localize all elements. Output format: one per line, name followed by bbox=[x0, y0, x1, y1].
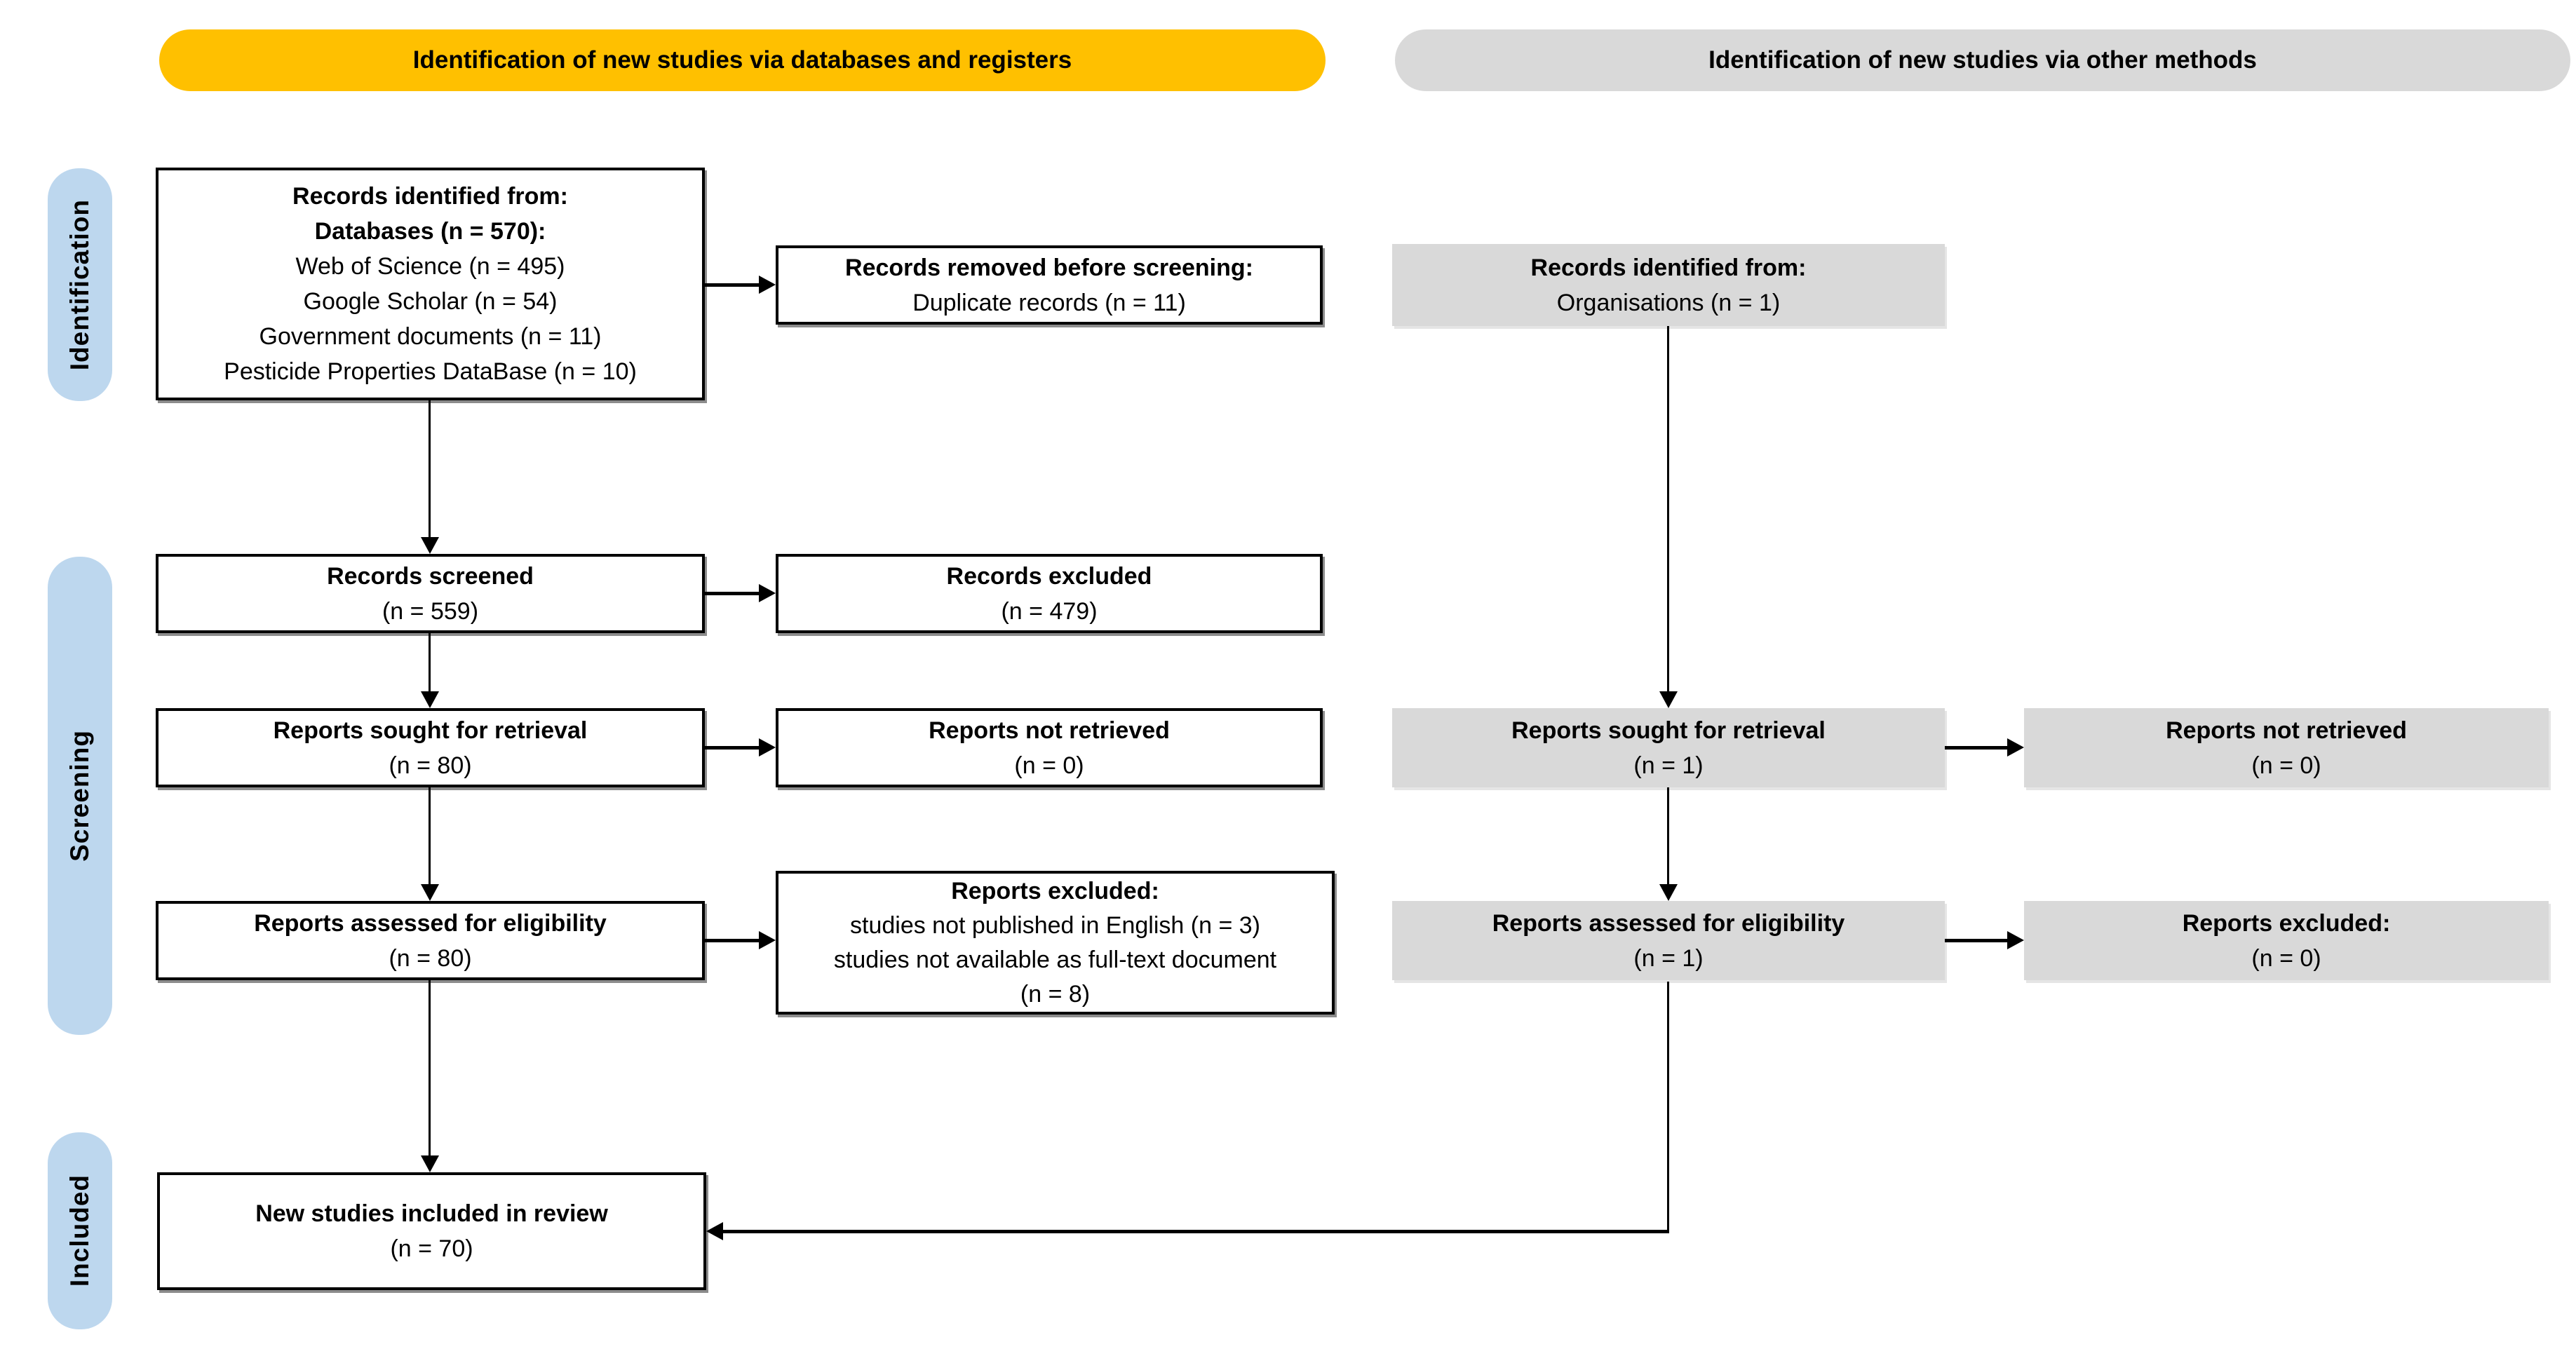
box-title: Records excluded bbox=[946, 562, 1152, 590]
box-title: New studies included in review bbox=[255, 1200, 608, 1227]
arrow-assessed-to-reportsexcluded-line bbox=[705, 939, 759, 942]
arrow-screened-to-excluded-line bbox=[705, 592, 759, 595]
stage-pill-identification-label: Identification bbox=[65, 198, 94, 371]
arrow-organisations-to-sought-line bbox=[1667, 326, 1669, 691]
box-reports-excluded-other: Reports excluded: (n = 0) bbox=[2024, 901, 2549, 980]
arrow-assessed-other-to-included-hline bbox=[723, 1230, 1669, 1233]
box-title: Records identified from: bbox=[292, 183, 568, 210]
arrow-screened-to-sought-line bbox=[429, 633, 431, 691]
arrow-identified-to-screened-line bbox=[429, 400, 431, 537]
box-count: (n = 0) bbox=[1014, 752, 1084, 779]
box-title: Records screened bbox=[327, 562, 534, 590]
arrow-sought-other-to-assessed-head bbox=[1659, 884, 1678, 901]
arrow-assessed-other-to-excluded-line bbox=[1945, 939, 2007, 942]
arrow-sought-other-to-notretrieved-head bbox=[2007, 738, 2024, 757]
box-title: Reports assessed for eligibility bbox=[1492, 909, 1845, 937]
stage-pill-included: Included bbox=[48, 1132, 112, 1329]
banner-databases-registers-label: Identification of new studies via databa… bbox=[412, 46, 1072, 74]
box-count: (n = 1) bbox=[1633, 944, 1704, 972]
box-subtitle: Databases (n = 570): bbox=[314, 218, 546, 245]
arrow-sought-other-to-notretrieved-line bbox=[1945, 746, 2007, 750]
box-title: Reports assessed for eligibility bbox=[254, 909, 607, 937]
box-records-removed: Records removed before screening: Duplic… bbox=[776, 245, 1323, 325]
box-title: Reports excluded: bbox=[2182, 909, 2391, 937]
box-count: (n = 559) bbox=[382, 597, 479, 625]
box-count: (n = 80) bbox=[389, 944, 472, 972]
box-line: studies not available as full-text docum… bbox=[833, 946, 1277, 973]
box-title: Reports excluded: bbox=[951, 877, 1159, 904]
arrow-sought-to-assessed-head bbox=[421, 884, 439, 901]
box-line: Organisations (n = 1) bbox=[1556, 289, 1781, 316]
arrow-sought-to-assessed-line bbox=[429, 787, 431, 884]
stage-pill-included-label: Included bbox=[65, 1174, 94, 1287]
box-reports-assessed-other: Reports assessed for eligibility (n = 1) bbox=[1392, 901, 1945, 980]
box-count: (n = 1) bbox=[1633, 752, 1704, 779]
box-reports-sought-databases: Reports sought for retrieval (n = 80) bbox=[156, 708, 705, 787]
box-records-excluded: Records excluded (n = 479) bbox=[776, 554, 1323, 633]
box-title: Reports not retrieved bbox=[929, 717, 1170, 744]
box-count: (n = 0) bbox=[2251, 752, 2321, 779]
box-records-identified-organisations: Records identified from: Organisations (… bbox=[1392, 244, 1945, 326]
arrow-screened-to-sought-head bbox=[421, 691, 439, 708]
stage-pill-identification: Identification bbox=[48, 168, 112, 401]
box-reports-not-retrieved-databases: Reports not retrieved (n = 0) bbox=[776, 708, 1323, 787]
box-title: Records identified from: bbox=[1530, 254, 1807, 281]
box-line: Pesticide Properties DataBase (n = 10) bbox=[224, 358, 637, 385]
box-line: Web of Science (n = 495) bbox=[295, 253, 565, 280]
arrow-assessed-other-to-excluded-head bbox=[2007, 931, 2024, 949]
banner-databases-registers: Identification of new studies via databa… bbox=[159, 29, 1326, 91]
arrow-organisations-to-sought-head bbox=[1659, 691, 1678, 708]
box-line: (n = 8) bbox=[1020, 980, 1091, 1008]
box-new-studies-included: New studies included in review (n = 70) bbox=[157, 1172, 706, 1290]
box-title: Reports sought for retrieval bbox=[273, 717, 588, 744]
box-line: Government documents (n = 11) bbox=[259, 323, 602, 350]
box-reports-sought-other: Reports sought for retrieval (n = 1) bbox=[1392, 708, 1945, 787]
box-reports-excluded-databases: Reports excluded: studies not published … bbox=[776, 871, 1335, 1015]
box-title: Reports sought for retrieval bbox=[1511, 717, 1826, 744]
arrow-identified-to-removed-line bbox=[705, 283, 759, 287]
box-reports-not-retrieved-other: Reports not retrieved (n = 0) bbox=[2024, 708, 2549, 787]
arrow-assessed-other-to-included-head bbox=[706, 1222, 723, 1240]
banner-other-methods-label: Identification of new studies via other … bbox=[1708, 46, 2257, 74]
arrow-sought-to-notretrieved-head bbox=[759, 738, 776, 757]
arrow-assessed-to-included-line bbox=[429, 980, 431, 1155]
arrow-sought-other-to-assessed-line bbox=[1667, 787, 1669, 884]
box-count: (n = 70) bbox=[390, 1235, 473, 1262]
box-records-identified-databases: Records identified from: Databases (n = … bbox=[156, 168, 705, 400]
arrow-screened-to-excluded-head bbox=[759, 584, 776, 602]
box-line: studies not published in English (n = 3) bbox=[850, 911, 1260, 939]
arrow-sought-to-notretrieved-line bbox=[705, 746, 759, 750]
stage-pill-screening: Screening bbox=[48, 557, 112, 1035]
stage-pill-screening-label: Screening bbox=[65, 730, 94, 862]
box-count: (n = 0) bbox=[2251, 944, 2321, 972]
arrow-assessed-to-included-head bbox=[421, 1155, 439, 1172]
box-reports-assessed-databases: Reports assessed for eligibility (n = 80… bbox=[156, 901, 705, 980]
box-line: Google Scholar (n = 54) bbox=[303, 288, 558, 315]
box-count: (n = 479) bbox=[1001, 597, 1098, 625]
box-records-screened: Records screened (n = 559) bbox=[156, 554, 705, 633]
arrow-assessed-to-reportsexcluded-head bbox=[759, 931, 776, 949]
arrow-assessed-other-to-included-vline bbox=[1667, 982, 1669, 1233]
box-count: (n = 80) bbox=[389, 752, 472, 779]
arrow-identified-to-screened-head bbox=[421, 537, 439, 554]
arrow-identified-to-removed-head bbox=[759, 276, 776, 294]
box-title: Reports not retrieved bbox=[2166, 717, 2407, 744]
box-title: Records removed before screening: bbox=[845, 254, 1253, 281]
banner-other-methods: Identification of new studies via other … bbox=[1395, 29, 2570, 91]
box-line: Duplicate records (n = 11) bbox=[912, 289, 1186, 316]
